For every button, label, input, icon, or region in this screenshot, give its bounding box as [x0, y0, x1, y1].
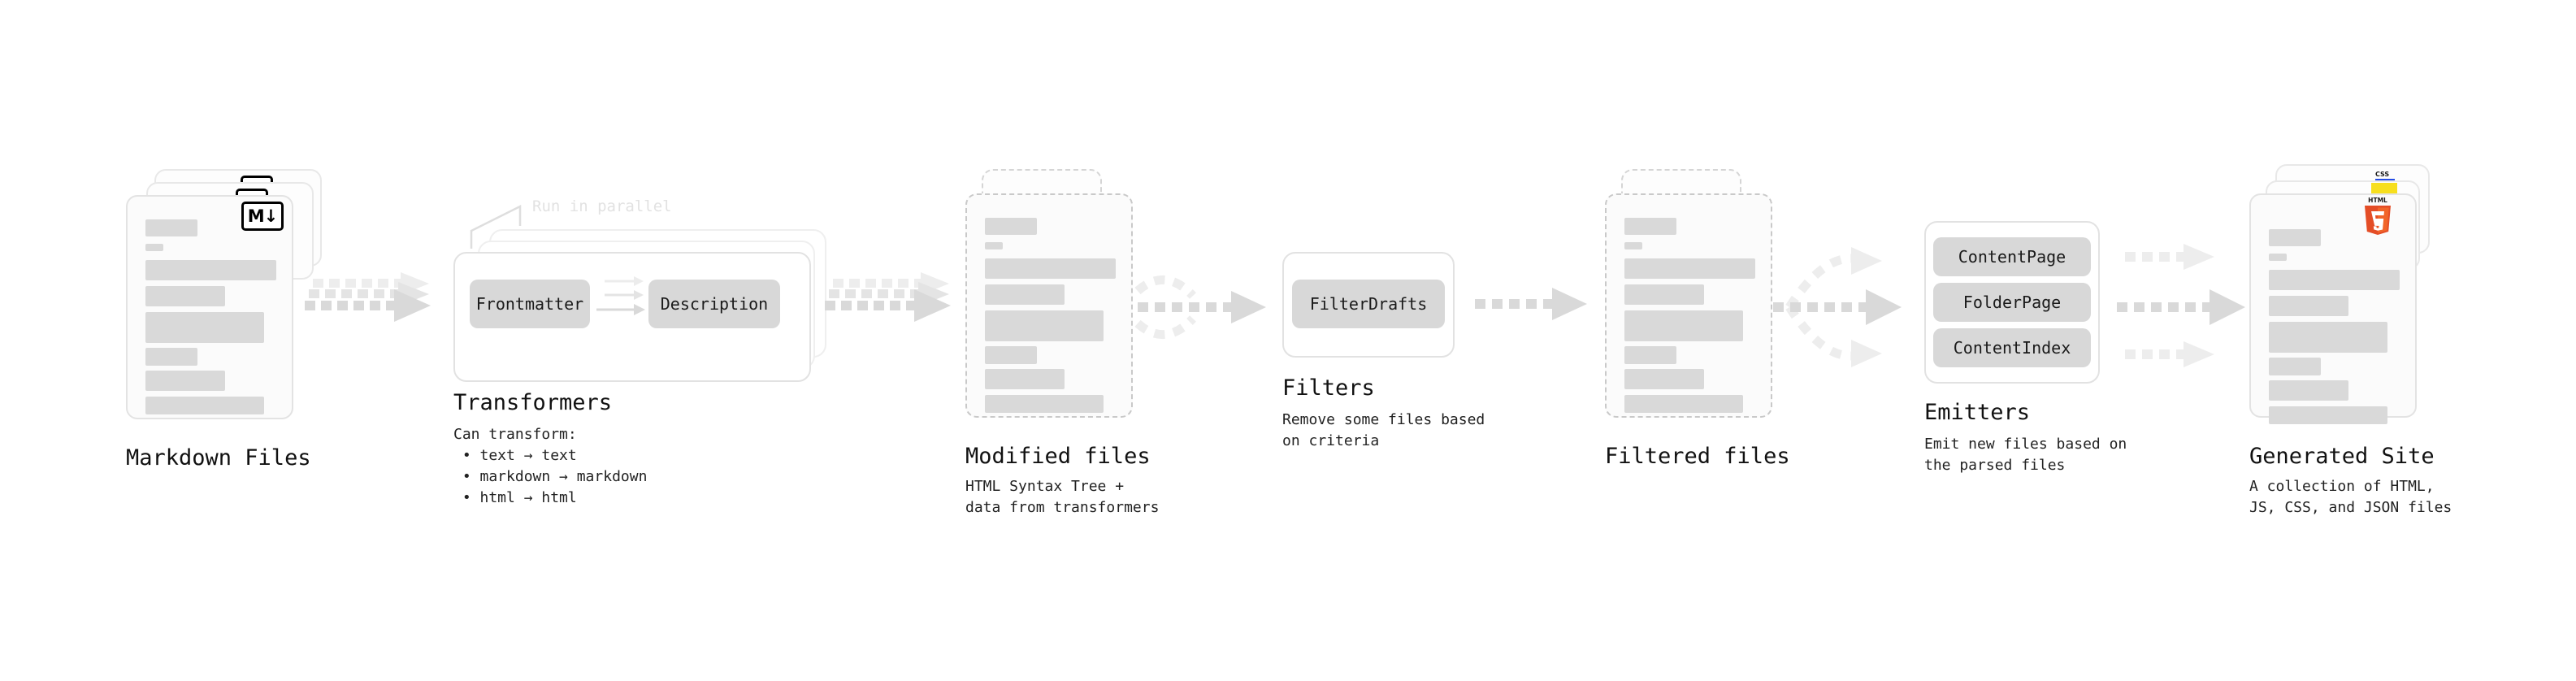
- stage-subtitle-emitters: Emit new files based on the parsed files: [1924, 436, 2127, 475]
- svg-text:CSS: CSS: [2375, 171, 2389, 178]
- placeholder-line: [145, 219, 197, 236]
- stage-title-generated-site: Generated Site: [2249, 444, 2435, 469]
- placeholder-line: [1624, 395, 1743, 413]
- placeholder-line: [1624, 284, 1704, 305]
- arrow-transformers-to-modified: [825, 272, 951, 322]
- placeholder-line: [2269, 254, 2287, 261]
- placeholder-line: [2269, 358, 2321, 375]
- placeholder-line: [2269, 406, 2387, 424]
- markdown-icon: M↓: [241, 202, 284, 231]
- placeholder-line: [2269, 270, 2400, 290]
- placeholder-line: [985, 284, 1065, 305]
- placeholder-line: [1624, 310, 1743, 341]
- stage-subtitle-transformers: Can transform: • text → text • markdown …: [453, 426, 648, 507]
- placeholder-line: [985, 258, 1116, 279]
- placeholder-line: [145, 371, 225, 391]
- svg-text:HTML: HTML: [2368, 197, 2387, 204]
- placeholder-line: [985, 369, 1065, 389]
- run-in-parallel-label: Run in parallel: [532, 197, 672, 215]
- stage-title-modified-files: Modified files: [965, 444, 1151, 469]
- emitter-chip-contentindex[interactable]: ContentIndex: [1933, 328, 2091, 367]
- transformer-inner-arrows: [596, 276, 645, 315]
- arrow-filters-to-filtered: [1475, 288, 1587, 320]
- placeholder-line: [2269, 296, 2348, 316]
- placeholder-line: [1624, 242, 1642, 249]
- stage-title-filtered-files: Filtered files: [1605, 444, 1790, 469]
- placeholder-line: [2269, 322, 2387, 353]
- placeholder-line: [985, 310, 1104, 341]
- arrow-modified-to-filters: [1134, 275, 1266, 339]
- placeholder-line: [145, 244, 163, 251]
- stage-title-markdown-files: Markdown Files: [126, 445, 311, 471]
- filtered-card-front: [1605, 193, 1772, 418]
- placeholder-line: [985, 346, 1037, 364]
- stage-subtitle-filters: Remove some files based on criteria: [1282, 411, 1485, 450]
- placeholder-line: [1624, 218, 1676, 235]
- placeholder-line: [1624, 258, 1755, 279]
- site-card-front: [2249, 193, 2417, 424]
- filter-chip-filterdrafts[interactable]: FilterDrafts: [1292, 280, 1445, 328]
- emitter-chip-contentpage[interactable]: ContentPage: [1933, 237, 2091, 276]
- placeholder-line: [2269, 380, 2348, 401]
- placeholder-line: [1624, 369, 1704, 389]
- emitter-chip-folderpage[interactable]: FolderPage: [1933, 283, 2091, 322]
- placeholder-line: [145, 348, 197, 366]
- placeholder-line: [145, 312, 264, 343]
- stage-title-emitters: Emitters: [1924, 400, 2031, 425]
- markdown-card-front: [126, 195, 293, 419]
- placeholder-line: [985, 242, 1003, 249]
- placeholder-line: [2269, 229, 2321, 246]
- placeholder-line: [145, 397, 264, 414]
- stage-subtitle-generated-site: A collection of HTML, JS, CSS, and JSON …: [2249, 478, 2452, 517]
- arrow-emitters-to-site: [2117, 244, 2245, 367]
- transformer-chip-description[interactable]: Description: [648, 280, 780, 328]
- arrow-markdown-to-transformers: [305, 272, 431, 322]
- placeholder-line: [985, 218, 1037, 235]
- stage-title-transformers: Transformers: [453, 390, 613, 415]
- run-in-parallel-bracket: [470, 204, 522, 249]
- placeholder-line: [985, 395, 1104, 413]
- placeholder-line: [145, 260, 276, 280]
- stage-title-filters: Filters: [1282, 375, 1375, 401]
- html5-icon: HTML: [2365, 197, 2391, 235]
- placeholder-line: [1624, 346, 1676, 364]
- stage-subtitle-modified-files: HTML Syntax Tree + data from transformer…: [965, 478, 1160, 517]
- transformer-chip-frontmatter[interactable]: Frontmatter: [470, 280, 590, 328]
- modified-card-front: [965, 193, 1133, 418]
- placeholder-line: [145, 286, 225, 306]
- arrow-filtered-to-emitters: [1773, 247, 1902, 367]
